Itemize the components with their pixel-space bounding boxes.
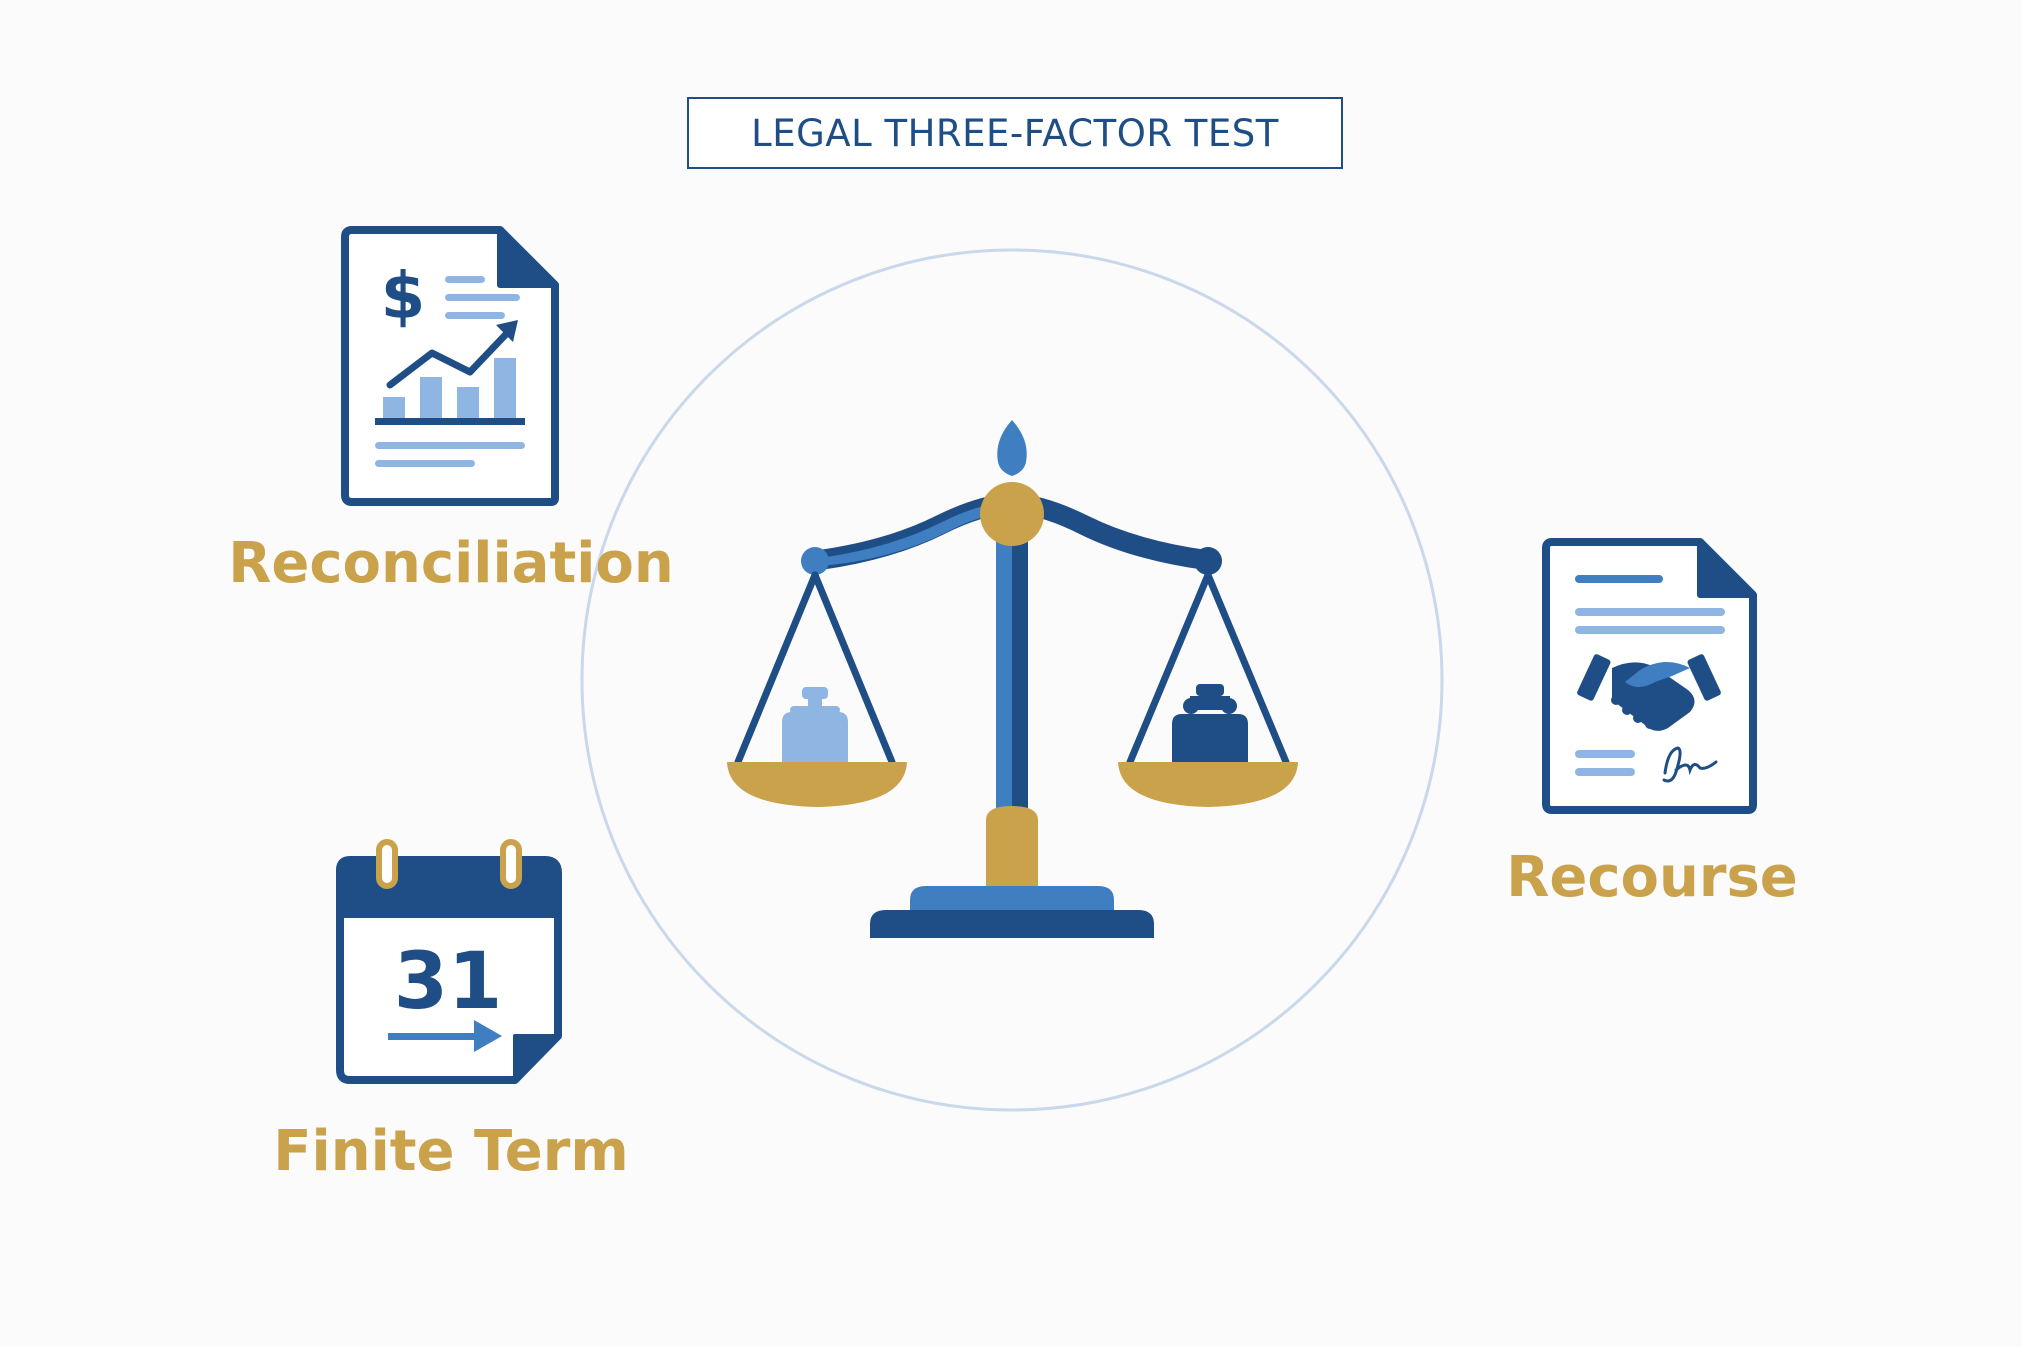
factor-label-reconciliation: Reconciliation bbox=[228, 531, 674, 596]
diagram-title: LEGAL THREE-FACTOR TEST bbox=[751, 111, 1279, 155]
factor-label-recourse: Recourse bbox=[1506, 845, 1798, 910]
financial-report-document-icon: $ bbox=[341, 226, 559, 506]
factor-label-finite-term: Finite Term bbox=[273, 1119, 629, 1184]
dollar-sign-glyph: $ bbox=[381, 260, 426, 334]
right-weight bbox=[1172, 684, 1248, 764]
calendar-icon: 31 bbox=[336, 839, 562, 1084]
title-box: LEGAL THREE-FACTOR TEST bbox=[687, 97, 1343, 169]
central-circle bbox=[580, 248, 1444, 1112]
signed-agreement-handshake-icon bbox=[1542, 538, 1757, 814]
left-weight bbox=[782, 687, 848, 764]
balance-scale-icon bbox=[727, 420, 1298, 938]
calendar-day: 31 bbox=[394, 937, 503, 1027]
